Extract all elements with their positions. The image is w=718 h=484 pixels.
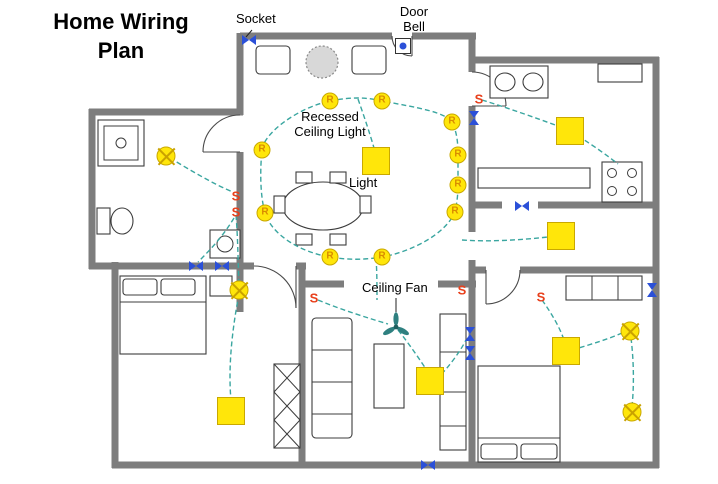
- recessed-light-symbol: R: [321, 248, 339, 266]
- cabinet: [597, 63, 643, 83]
- wire: [235, 214, 240, 287]
- sink-basin: [494, 72, 516, 92]
- dining-chair: [329, 171, 347, 184]
- ceiling-light-symbol: [217, 397, 245, 425]
- kitchen-counter: [477, 167, 591, 189]
- page-title: Home Wiring Plan: [53, 9, 189, 63]
- ceiling-light-symbol: [362, 147, 390, 175]
- recessed-light-symbol: R: [443, 113, 461, 131]
- socket-label: Socket: [236, 11, 276, 26]
- shower: [97, 119, 145, 167]
- ceiling-light-symbol: [416, 367, 444, 395]
- ceiling-light-symbol: [556, 117, 584, 145]
- shelf-x: [273, 363, 301, 393]
- door-arc: [202, 114, 241, 153]
- switch-symbol: S: [231, 204, 241, 220]
- recessed-light-symbol: R: [256, 204, 274, 222]
- switch-symbol: S: [231, 188, 241, 204]
- wire: [357, 98, 375, 149]
- recessed-light-symbol: R: [253, 141, 271, 159]
- switch-symbol: S: [474, 91, 484, 107]
- stove: [601, 161, 643, 203]
- pillow: [122, 278, 158, 296]
- coffee-table: [373, 343, 405, 409]
- furniture: [96, 45, 643, 463]
- pillow: [520, 443, 558, 460]
- shelf-x: [273, 391, 301, 421]
- socket-symbol: [515, 201, 529, 211]
- socket-symbol: [469, 111, 479, 125]
- switch-symbol: S: [536, 289, 546, 305]
- wire: [461, 236, 549, 242]
- dining-chair: [295, 233, 313, 246]
- door-bell-label: Door Bell: [399, 4, 429, 34]
- recessed-light-symbol: R: [321, 92, 339, 110]
- pillow: [160, 278, 196, 296]
- socket-symbol: [215, 261, 229, 271]
- wire: [317, 299, 389, 325]
- armchair: [351, 45, 387, 75]
- socket-symbol: [465, 327, 475, 341]
- wall-lamp-symbol: [622, 402, 642, 422]
- socket-symbol: [242, 35, 256, 45]
- wall-lamp-symbol: [620, 321, 640, 341]
- wall-lamp-symbol: [229, 280, 249, 300]
- sink-basin: [522, 72, 544, 92]
- dining-chair: [295, 171, 313, 184]
- dining-chair: [273, 195, 286, 214]
- shelf-x: [273, 419, 301, 449]
- shower-drain: [115, 137, 127, 149]
- door-arc: [485, 269, 521, 305]
- switch-symbol: S: [309, 290, 319, 306]
- dining-chair: [329, 233, 347, 246]
- socket-symbol: [465, 346, 475, 360]
- armchair: [255, 45, 291, 75]
- shower-tray: [103, 125, 139, 161]
- ceiling-light-symbol: [552, 337, 580, 365]
- wire: [260, 97, 459, 260]
- ceiling-fan-symbol: [381, 312, 411, 342]
- recessed-light-symbol: R: [373, 92, 391, 110]
- stove-burner: [627, 168, 637, 178]
- wire: [481, 99, 559, 127]
- switch-symbol: S: [457, 282, 467, 298]
- toilet-tank: [96, 207, 111, 235]
- recessed-light-symbol: R: [446, 203, 464, 221]
- ceiling-fan-label: Ceiling Fan: [362, 280, 428, 295]
- toilet-bowl: [110, 207, 134, 235]
- wardrobe: [565, 275, 643, 301]
- ceiling-light-symbol: [547, 222, 575, 250]
- stove-burner: [607, 186, 617, 196]
- wire: [630, 337, 635, 407]
- light-label: Light: [349, 175, 378, 190]
- stove-burner: [627, 186, 637, 196]
- wire: [541, 299, 565, 341]
- tv-cabinet: [439, 313, 467, 451]
- dining-chair: [359, 195, 372, 214]
- wire: [169, 157, 234, 193]
- stove-burner: [607, 168, 617, 178]
- recessed-ceiling-light-label: Recessed Ceiling Light: [294, 109, 366, 139]
- wire: [229, 293, 240, 401]
- bathroom-sink-basin: [216, 235, 234, 253]
- wire: [397, 329, 429, 373]
- socket-symbol: [421, 460, 435, 470]
- door-bell-symbol: [395, 38, 411, 54]
- recessed-light-symbol: R: [373, 248, 391, 266]
- wall-lamp-symbol: [156, 146, 176, 166]
- round-rug: [305, 45, 339, 79]
- sofa: [311, 317, 353, 439]
- socket-symbol: [189, 261, 203, 271]
- socket-symbol: [647, 283, 657, 297]
- recessed-light-symbol: R: [449, 146, 467, 164]
- pillow: [480, 443, 518, 460]
- ceiling-fan-icon: [383, 312, 409, 336]
- door-arc: [253, 265, 297, 309]
- recessed-light-symbol: R: [449, 176, 467, 194]
